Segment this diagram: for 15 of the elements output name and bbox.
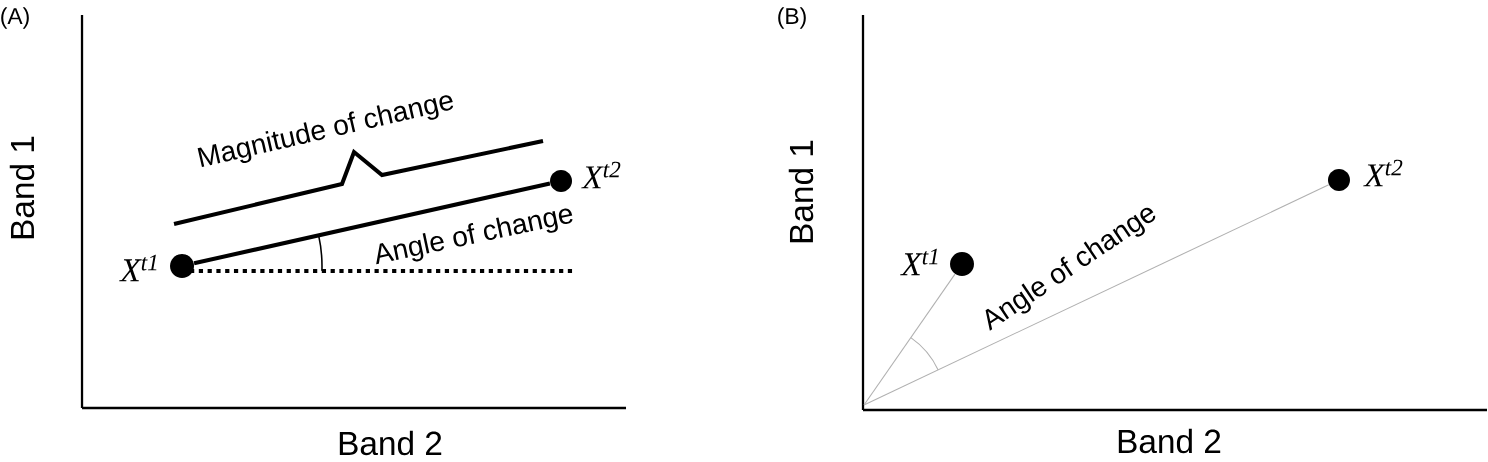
axis-title: Band 2 [339, 430, 442, 456]
panel-letter: (B) [778, 7, 806, 29]
panel-letter: (A) [1, 7, 29, 29]
connecting-line [863, 184, 1330, 406]
axis-title: Band 1 [9, 136, 35, 239]
annotation-text: Angle of change [376, 208, 573, 265]
annotation-text: Magnitude of change [197, 95, 454, 168]
connecting-line [863, 273, 956, 406]
axis-title: Band 2 [1118, 428, 1221, 454]
point-label: X$^{t1}$ [119, 254, 157, 282]
point-label: X$^{t2}$ [1363, 159, 1403, 187]
connecting-line [193, 181, 551, 266]
axis-title: Band 1 [788, 140, 814, 243]
point-label: X$^{t1}$ [900, 248, 938, 276]
point-label: X$^{t2}$ [581, 161, 621, 189]
